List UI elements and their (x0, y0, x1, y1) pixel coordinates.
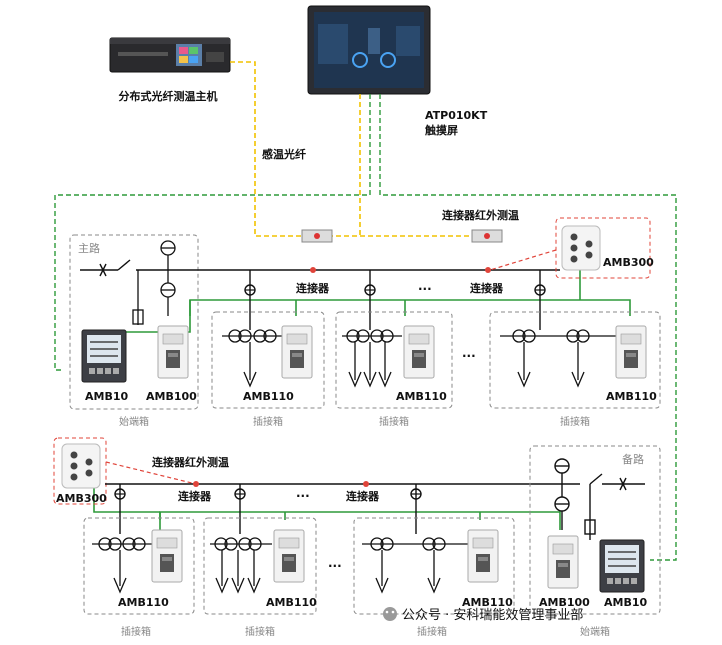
main-amb10-device (81, 329, 127, 383)
amb300-top-label: AMB300 (603, 256, 654, 269)
upper-plug-box-3-amb110: AMB110 (606, 390, 657, 403)
lower-ellipsis-2: ··· (328, 559, 342, 573)
temperature-fiber (230, 61, 490, 237)
backup-amb10-device (599, 539, 645, 593)
lower-plug-box-2-label: 插接箱 (245, 625, 275, 638)
lower-ellipsis-1: ··· (296, 489, 310, 503)
connector-label-4: 连接器 (346, 489, 380, 503)
fiber-connector-1 (301, 229, 333, 243)
main-ct (132, 240, 176, 325)
upper-plug-box-2 (335, 311, 453, 409)
upper-plug-box-1-label: 插接箱 (253, 415, 283, 428)
amb300-left-device (61, 443, 101, 489)
host-label: 分布式光纤测温主机 (119, 89, 218, 103)
touch-screen-device (307, 5, 431, 95)
amb300-top-frame (555, 217, 651, 279)
lower-plug-box-1 (83, 517, 195, 615)
connector-label-3: 连接器 (178, 489, 212, 503)
touch-name-label: 触摸屏 (424, 123, 458, 137)
lower-taps (119, 484, 417, 534)
upper-plug-box-3 (489, 311, 661, 409)
lower-plug-box-1-amb110: AMB110 (118, 596, 169, 609)
upper-ellipsis-2: ··· (462, 349, 476, 363)
comm-lines (54, 94, 677, 561)
touch-model-label: ATP010KT (425, 109, 488, 122)
backup-amb100-label: AMB100 (539, 596, 590, 609)
lower-plug-box-3-label: 插接箱 (417, 625, 447, 638)
main-start-box-frame (69, 234, 199, 410)
fiber-label: 感温光纤 (262, 147, 306, 161)
upper-taps (249, 270, 541, 330)
ir-top-label: 连接器红外测温 (442, 208, 519, 222)
amb300-left-label: AMB300 (56, 492, 107, 505)
upper-plug-box-1-amb110: AMB110 (243, 390, 294, 403)
upper-plug-box-3-label: 插接箱 (560, 415, 590, 428)
upper-ellipsis-1: ··· (418, 282, 432, 296)
backup-start-box-label: 始端箱 (580, 625, 610, 638)
host-device (109, 37, 231, 73)
ir-left-label: 连接器红外测温 (152, 455, 229, 469)
backup-amb100-device (547, 535, 579, 589)
lower-plug-box-2 (203, 517, 317, 615)
connector-label-1: 连接器 (296, 281, 330, 295)
upper-plug-box-2-amb110: AMB110 (396, 390, 447, 403)
wechat-icon (383, 607, 397, 621)
main-amb100-device (157, 325, 189, 379)
backup-circuit-label: 备路 (622, 452, 644, 466)
footer-watermark: 公众号 · 安科瑞能效管理事业部 (402, 608, 583, 623)
main-circuit-label: 主路 (78, 242, 100, 255)
lower-plug-box-2-amb110: AMB110 (266, 596, 317, 609)
backup-incoming (545, 458, 645, 540)
lower-plug-box-1-label: 插接箱 (121, 625, 151, 638)
main-start-box-label: 始端箱 (119, 415, 149, 428)
amb300-top-device (561, 225, 601, 271)
lower-plug-box-3-amb110: AMB110 (462, 596, 513, 609)
amb300-left-frame (53, 437, 107, 505)
upper-plug-box-1 (211, 311, 325, 409)
main-amb10-label: AMB10 (85, 390, 128, 403)
upper-plug-box-2-label: 插接箱 (379, 415, 409, 428)
connector-label-2: 连接器 (470, 281, 504, 295)
main-incoming-switch (80, 259, 165, 277)
fiber-connector-2 (471, 229, 503, 243)
main-amb100-label: AMB100 (146, 390, 197, 403)
lower-plug-box-3 (353, 517, 515, 615)
backup-amb10-label: AMB10 (604, 596, 647, 609)
